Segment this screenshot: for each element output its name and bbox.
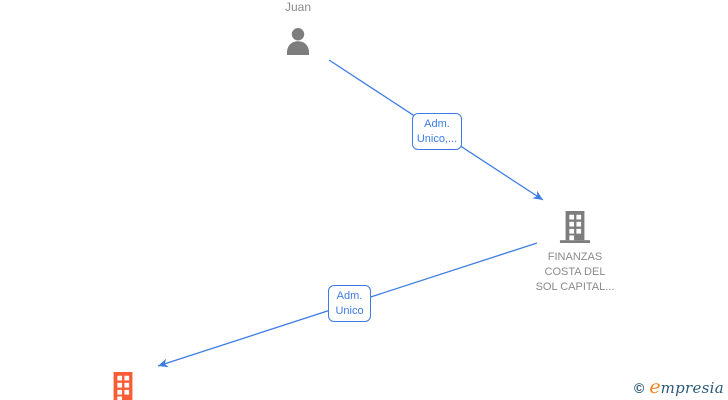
person-icon bbox=[287, 28, 309, 55]
company-name-line: FINANZAS bbox=[547, 251, 603, 263]
node-company-subsidiary[interactable] bbox=[106, 371, 140, 400]
building-icon-orange bbox=[113, 372, 133, 400]
edge-label-adm-unico-1[interactable]: Adm. Unico,... bbox=[412, 113, 462, 150]
edge-role-line: Adm. bbox=[424, 117, 450, 130]
edge-role-line: Adm. bbox=[336, 289, 363, 302]
node-person-juan[interactable]: Juan bbox=[247, 0, 349, 55]
copyright-icon: © bbox=[634, 380, 645, 396]
person-name-label: Juan bbox=[284, 0, 312, 14]
company-name-line: COSTA DEL bbox=[544, 266, 606, 278]
brand-initial: e bbox=[649, 376, 661, 398]
edge-label-adm-unico-2[interactable]: Adm. Unico bbox=[328, 285, 371, 322]
company-name-label: FINANZAS COSTA DEL SOL CAPITAL... bbox=[536, 250, 615, 295]
company-name-line: SOL CAPITAL... bbox=[535, 281, 615, 293]
building-icon bbox=[559, 211, 591, 243]
edge-role-line: Unico bbox=[335, 304, 364, 317]
node-company-finanzas[interactable]: FINANZAS COSTA DEL SOL CAPITAL... bbox=[530, 210, 620, 295]
brand-name: mpresia bbox=[660, 379, 724, 397]
edge-role-line: Unico,... bbox=[416, 132, 458, 145]
